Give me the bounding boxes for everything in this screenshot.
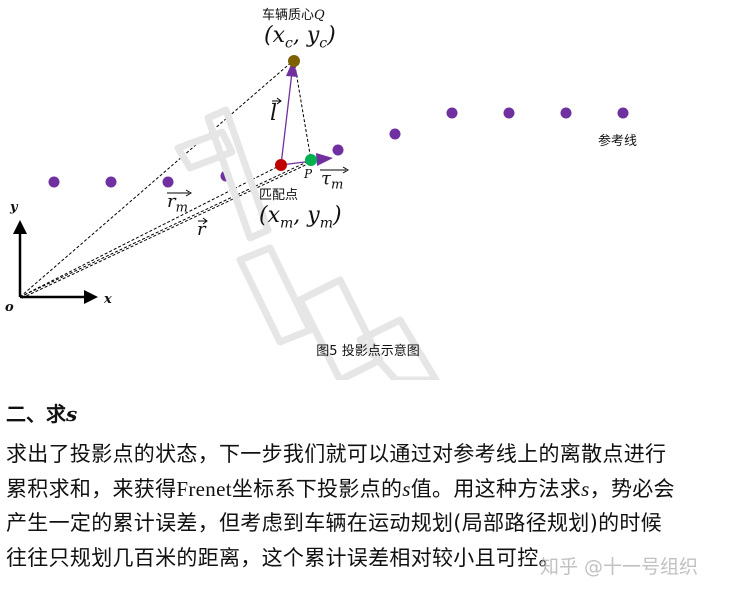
vector-l-label: l	[270, 101, 278, 126]
vector-l-arrowhead-icon	[286, 60, 298, 77]
x-axis-label: x	[104, 292, 112, 307]
tangent-arrowhead-icon	[316, 153, 333, 166]
vector-l-line	[280, 71, 293, 166]
vector-rm-line	[19, 164, 282, 298]
vehicle-point	[288, 55, 300, 67]
origin-label: o	[5, 300, 14, 315]
coordinate-axes	[13, 220, 98, 304]
rm-overarrow-icon	[185, 189, 192, 197]
match-coordinate: (xm, ym)	[259, 203, 342, 232]
tangent-overarrow-icon	[342, 166, 349, 174]
body-line-1: 求出了投影点的状态，下一步我们就可以通过对参考线上的离散点进行	[6, 442, 667, 466]
match-point	[275, 159, 287, 171]
diagonal-watermark	[174, 106, 440, 384]
vehicle-coordinate: (xc, yc)	[264, 23, 336, 52]
reference-line-label: 参考线	[598, 134, 638, 149]
vector-r-line	[19, 159, 312, 298]
body-paragraph: 求出了投影点的状态，下一步我们就可以通过对参考线上的离散点进行 累积求和，来获得…	[6, 437, 736, 575]
y-axis-arrow-icon	[13, 220, 27, 234]
r-overarrow-icon	[202, 217, 208, 225]
projection-point	[305, 154, 317, 166]
vector-r-label: r	[197, 219, 206, 240]
vector-rm-label: rm	[167, 191, 188, 216]
tangent-label: τm	[321, 168, 344, 193]
x-axis-arrow-icon	[84, 290, 98, 304]
body-line-2: 累积求和，来获得Frenet坐标系下投影点的s值。用这种方法求s，势必会	[6, 476, 675, 501]
l-overarrow-icon	[276, 97, 282, 105]
body-line-4: 往往只规划几百米的距离，这个累计误差相对较小且可控。	[6, 545, 560, 570]
origin-to-vehicle-line	[19, 59, 295, 298]
vehicle-label: 车辆质心Q	[262, 9, 325, 22]
diagram-canvas	[13, 55, 629, 384]
section-title: 二、求s	[6, 398, 77, 427]
match-point-label: 匹配点	[259, 188, 299, 203]
projection-point-label: P	[304, 167, 313, 181]
vector-r-line-2	[21, 161, 313, 299]
zhihu-watermark: 知乎 @十一号组织	[540, 556, 699, 578]
y-axis-label: y	[10, 200, 18, 215]
projection-diagram: 车辆质心Q (xc, yc) l P τm 匹配点 (xm, ym) rm r …	[5, 9, 638, 384]
figure-caption: 图5 投影点示意图	[316, 344, 420, 359]
body-line-3: 产生一定的累计误差，但考虑到车辆在运动规划(局部路径规划)的时候	[6, 511, 662, 535]
vehicle-label-var: Q	[314, 8, 325, 23]
vehicle-label-text: 车辆质心	[262, 8, 315, 23]
section-title-var: s	[66, 402, 78, 426]
section-title-text: 二、求	[6, 402, 66, 426]
